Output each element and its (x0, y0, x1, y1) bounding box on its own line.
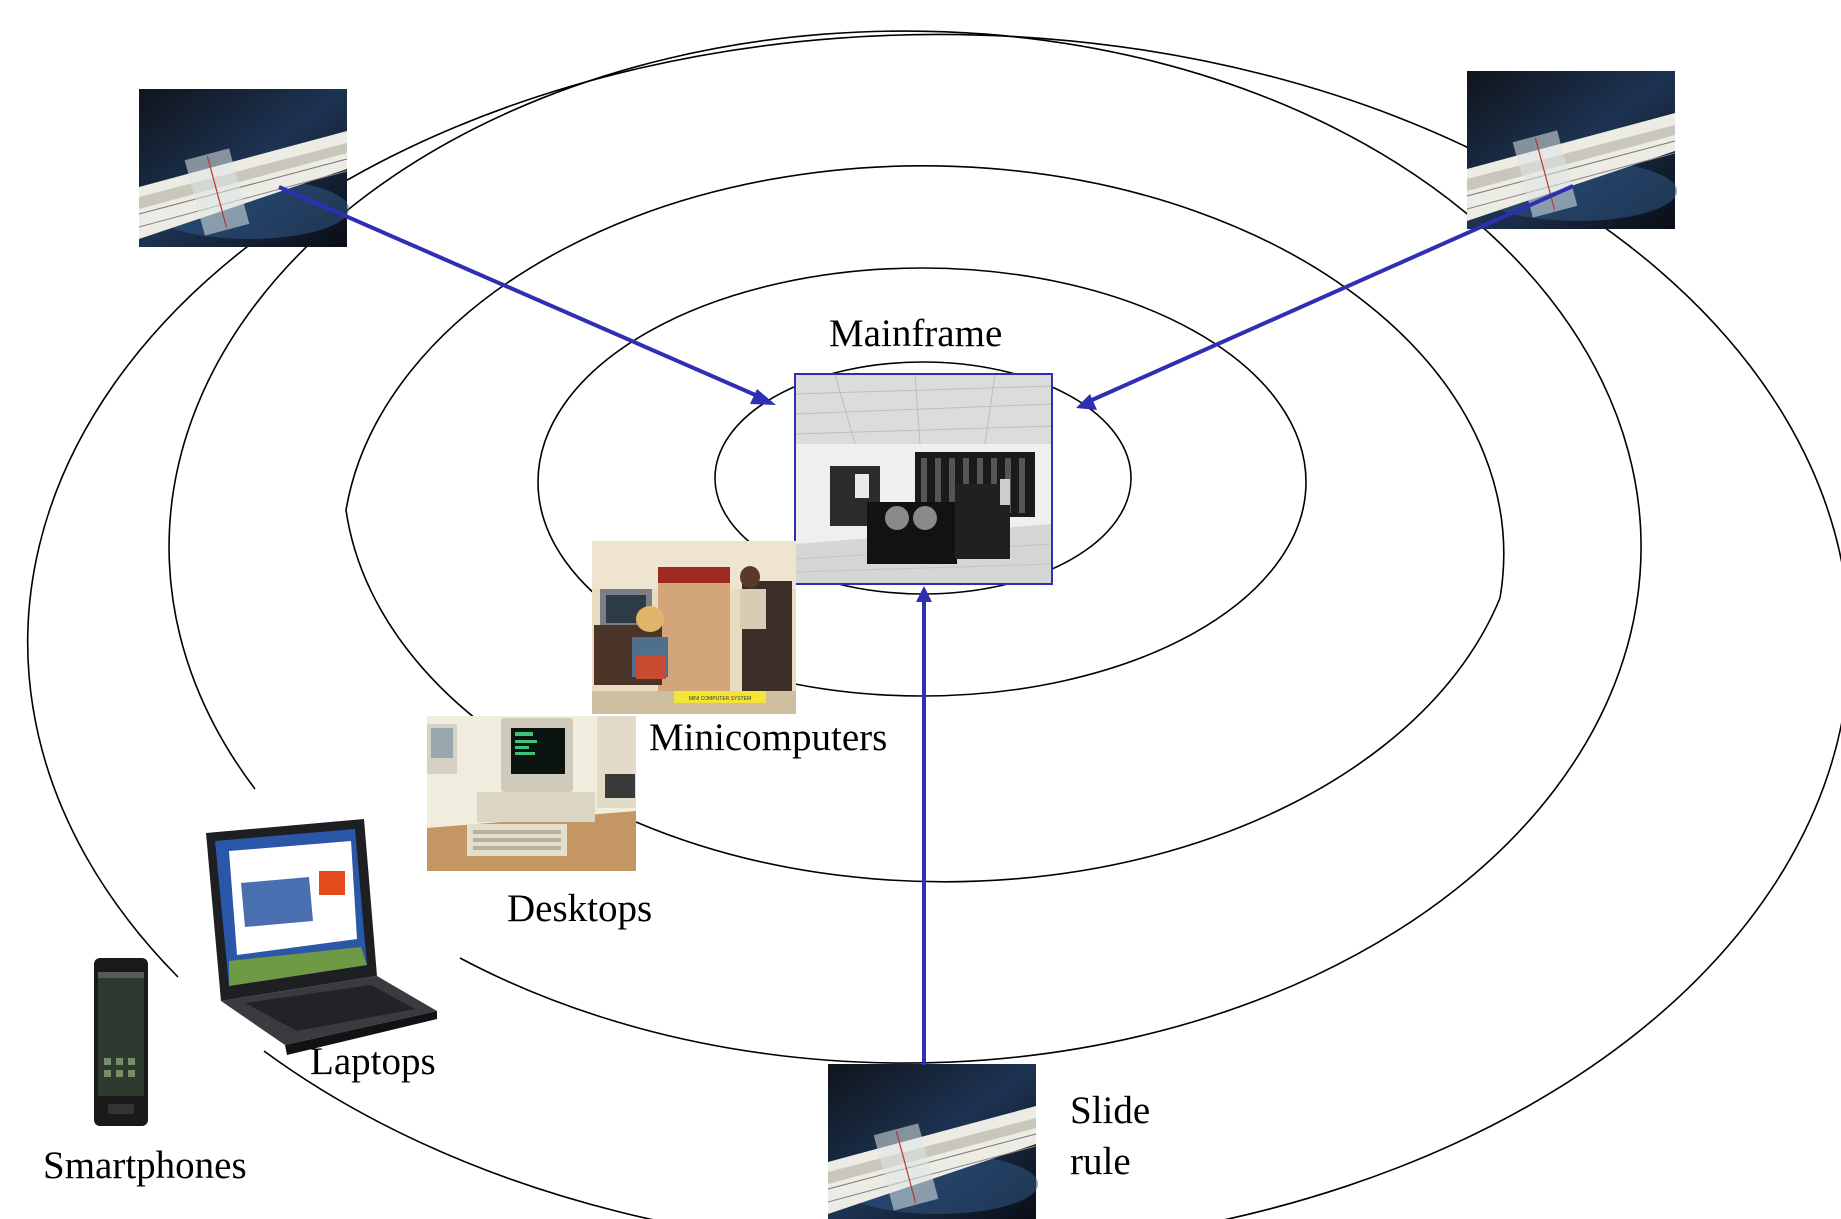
arrows (278, 184, 1574, 1065)
ring-laptops (168, 30, 1642, 1064)
label-mainframe: Mainframe (829, 312, 1003, 355)
minicomputer-photo: MINI COMPUTER SYSTEM (592, 541, 796, 714)
slide-rule-photo-top-right (1466, 70, 1678, 230)
arrowhead-bottom (916, 586, 932, 602)
label-slide-rule-line1: Slide (1070, 1089, 1151, 1132)
ring-smartphones (26, 33, 1841, 1219)
label-slide-rule-line2: rule (1070, 1140, 1131, 1183)
minicomputer-photo-sign: MINI COMPUTER SYSTEM (689, 696, 752, 702)
arrow-top-left-to-mainframe (278, 185, 761, 399)
ring-desktops-lower (635, 597, 1501, 883)
label-desktops: Desktops (507, 887, 653, 930)
era-rings (26, 30, 1841, 1219)
smartphone-photo (94, 958, 148, 1126)
laptop-photo (206, 819, 437, 1055)
label-laptops: Laptops (310, 1040, 436, 1083)
slide-rule-photo-bottom (827, 1063, 1039, 1219)
arrowhead-top-right (1076, 394, 1097, 410)
ring-desktops (345, 165, 1505, 791)
label-minicomputers: Minicomputers (649, 716, 888, 759)
arrowhead-top-left (750, 389, 776, 405)
desktop-photo (427, 716, 636, 871)
label-smartphones: Smartphones (43, 1144, 247, 1187)
mainframe-photo (794, 373, 1053, 585)
slide-rule-photo-top-left (138, 88, 350, 248)
arrow-top-right-to-mainframe (1091, 184, 1574, 402)
